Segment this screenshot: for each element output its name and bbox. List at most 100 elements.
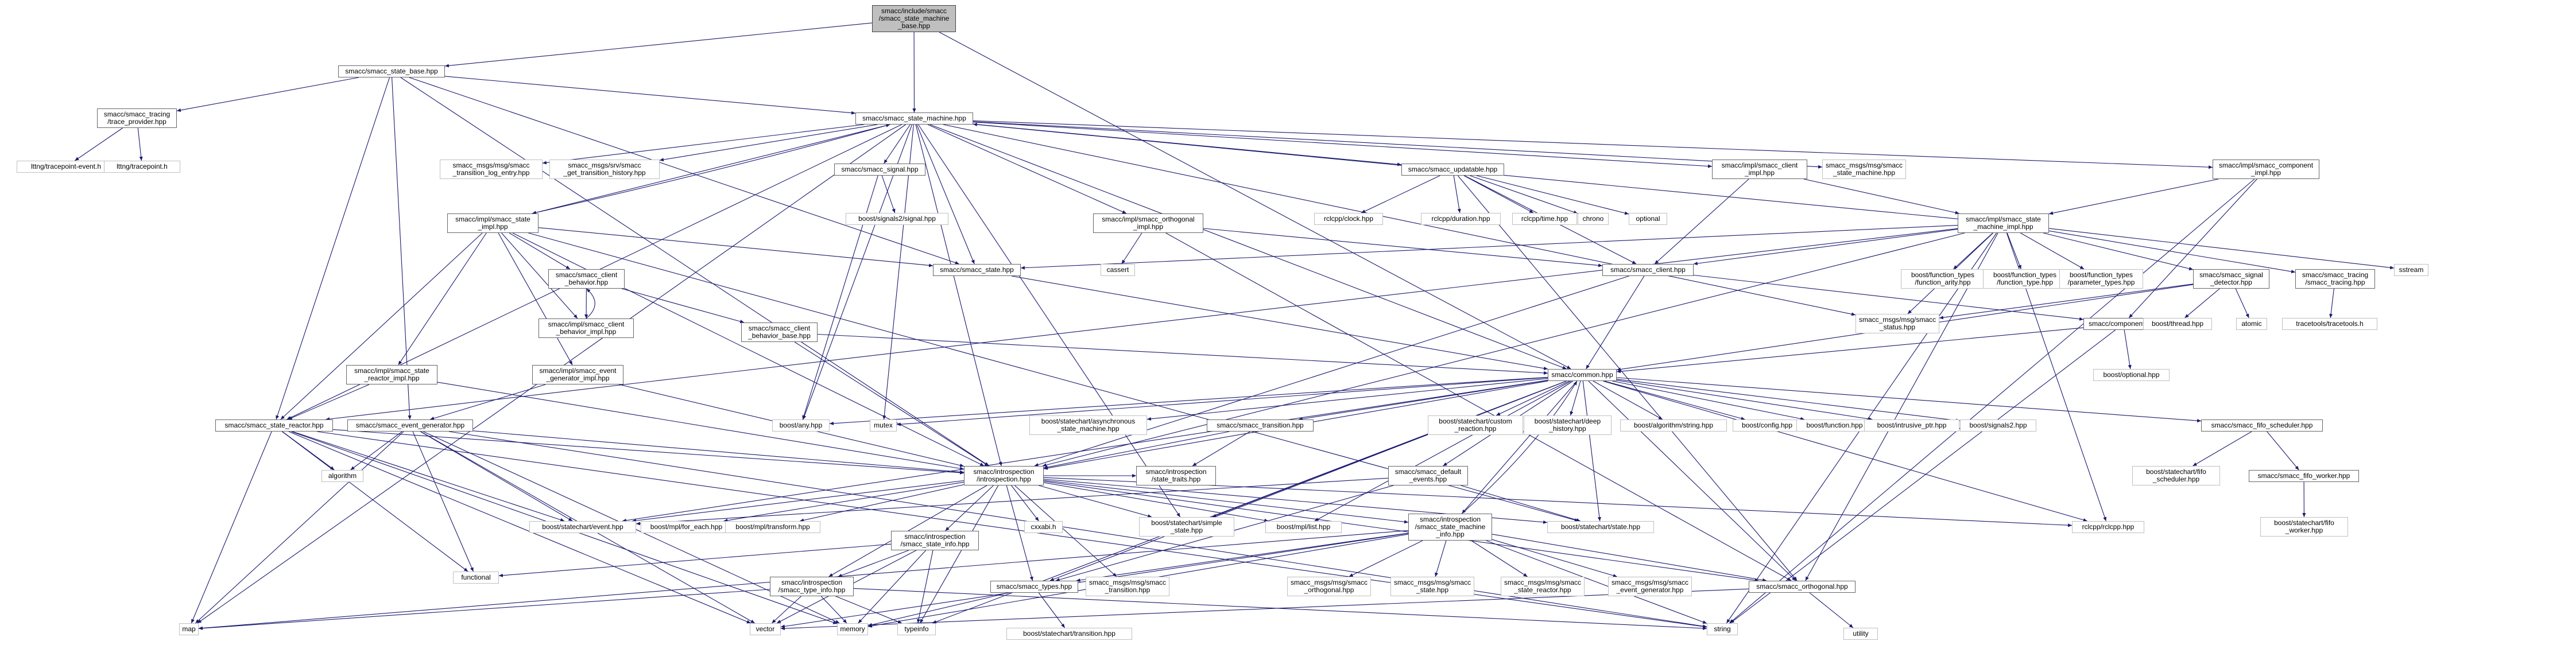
edge-event-generator-to-map: [195, 431, 404, 624]
graph-node-impl-sm[interactable]: smacc/impl/smacc_state _machine_impl.hpp: [1958, 213, 2049, 233]
graph-node-functional: functional: [453, 572, 499, 584]
edge-type-info-to-memory: [820, 596, 847, 624]
edge-smacc-state-to-common: [1011, 275, 1548, 370]
graph-node-rclcpp-time: rclcpp/time.hpp: [1512, 213, 1577, 225]
edge-impl-state-to-impl-client-behavior: [501, 232, 578, 319]
edge-transition-to-introspection: [1043, 431, 1230, 469]
graph-node-trace-provider[interactable]: smacc/smacc_tracing /trace_provider.hpp: [97, 108, 177, 128]
graph-node-type-info[interactable]: smacc/introspection /smacc_type_info.hpp: [770, 577, 854, 596]
edge-sm-to-msg-transition-log: [542, 124, 865, 165]
edge-trace-provider-to-lttng-tp: [137, 127, 143, 161]
graph-node-updatable[interactable]: smacc/smacc_updatable.hpp: [1401, 164, 1504, 176]
edge-sm-to-msg-status: [943, 124, 1856, 316]
graph-node-impl-client-behavior[interactable]: smacc/impl/smacc_client _behavior_impl.h…: [539, 318, 634, 338]
graph-node-common[interactable]: smacc/common.hpp: [1548, 369, 1617, 381]
graph-node-introspection[interactable]: smacc/introspection /introspection.hpp: [964, 466, 1044, 485]
graph-node-signal[interactable]: smacc/smacc_signal.hpp: [834, 164, 925, 176]
graph-node-atomic: atomic: [2236, 318, 2267, 330]
graph-node-state-traits[interactable]: smacc/introspection /state_traits.hpp: [1136, 466, 1216, 485]
graph-node-intrusive-ptr: boost/intrusive_ptr.hpp: [1864, 419, 1959, 432]
graph-node-impl-state-reactor[interactable]: smacc/impl/smacc_state _reactor_impl.hpp: [346, 365, 437, 384]
edge-impl-sm-to-sstream: [2048, 228, 2395, 270]
graph-node-client-behavior[interactable]: smacc/smacc_client _behavior.hpp: [548, 269, 625, 289]
edge-impl-sm-to-introspection: [1042, 232, 1965, 467]
graph-node-mpl-list: boost/mpl/list.hpp: [1265, 521, 1342, 533]
edge-root-to-common: [939, 32, 1571, 370]
graph-node-srv-history: smacc_msgs/srv/smacc _get_transition_his…: [549, 160, 660, 179]
edge-state-reactor-to-string: [317, 431, 1707, 628]
graph-node-signal-detector[interactable]: smacc/smacc_signal _detector.hpp: [2193, 269, 2269, 289]
edge-state-reactor-to-map: [191, 431, 272, 624]
graph-node-sm-info[interactable]: smacc/introspection /smacc_state_machine…: [1408, 514, 1492, 541]
edge-common-to-smacc-types: [1049, 380, 1567, 581]
edge-impl-state-to-smacc-state: [538, 227, 933, 267]
edge-state-base-to-smacc-state: [409, 77, 959, 265]
graph-node-impl-component[interactable]: smacc/impl/smacc_component _impl.hpp: [2213, 160, 2319, 179]
edge-sm-to-impl-client: [973, 122, 1713, 168]
graph-node-transition[interactable]: smacc/smacc_transition.hpp: [1207, 419, 1314, 432]
graph-node-default-events[interactable]: smacc/smacc_default _events.hpp: [1388, 466, 1468, 485]
graph-node-optional: optional: [1629, 213, 1667, 225]
edge-state-base-to-trace-provider: [176, 77, 359, 112]
graph-node-smacc-types[interactable]: smacc/smacc_types.hpp: [990, 581, 1078, 593]
graph-node-sm[interactable]: smacc/smacc_state_machine.hpp: [855, 112, 973, 125]
graph-node-smacc-tracing[interactable]: smacc/smacc_tracing /smacc_tracing.hpp: [2295, 269, 2375, 289]
edge-common-to-boost-config: [1604, 380, 1745, 421]
graph-node-smacc-orthogonal[interactable]: smacc/smacc_orthogonal.hpp: [1749, 581, 1856, 593]
graph-node-msg-status: smacc_msgs/msg/smacc _status.hpp: [1856, 314, 1939, 333]
graph-node-mpl-for-each: boost/mpl/for_each.hpp: [641, 521, 732, 533]
graph-node-impl-orthogonal[interactable]: smacc/impl/smacc_orthogonal _impl.hpp: [1093, 213, 1203, 233]
graph-node-state-base[interactable]: smacc/smacc_state_base.hpp: [338, 65, 445, 77]
edge-smacc-tracing-to-tracetools: [2329, 288, 2334, 318]
graph-node-state-reactor[interactable]: smacc/smacc_state_reactor.hpp: [215, 419, 333, 432]
edge-client-behavior-to-client-behavior-base: [621, 288, 745, 324]
graph-node-fifo-scheduler[interactable]: smacc/smacc_fifo_scheduler.hpp: [2201, 419, 2323, 432]
edge-common-to-sc-deep: [1570, 380, 1581, 416]
graph-node-smacc-client[interactable]: smacc/smacc_client.hpp: [1602, 264, 1694, 276]
edge-state-info-to-type-info: [838, 550, 909, 577]
edge-sm-info-to-msg-orthogonal: [1349, 540, 1423, 577]
edge-client-behavior-base-to-common: [817, 333, 1548, 375]
graph-node-event-generator[interactable]: smacc/smacc_event_generator.hpp: [347, 419, 473, 432]
graph-node-cxxabi: cxxabi.h: [1024, 521, 1063, 533]
graph-node-algorithm: algorithm: [321, 470, 363, 482]
edge-fifo-scheduler-to-sc-fifo-scheduler: [2192, 431, 2252, 467]
graph-node-smacc-state[interactable]: smacc/smacc_state.hpp: [933, 264, 1021, 276]
edge-impl-state-to-state-reactor: [280, 232, 483, 420]
edge-sm-to-impl-state: [532, 124, 890, 215]
edge-type-info-to-map: [198, 589, 770, 630]
graph-node-fifo-worker[interactable]: smacc/smacc_fifo_worker.hpp: [2249, 470, 2359, 482]
graph-node-impl-client[interactable]: smacc/impl/smacc_client _impl.hpp: [1712, 160, 1807, 179]
edge-signal-to-boost-signal: [881, 175, 896, 213]
edge-component-to-boost-optional: [2124, 329, 2132, 370]
graph-node-chrono: chrono: [1578, 213, 1609, 225]
graph-node-tracetools: tracetools/tracetools.h: [2282, 318, 2377, 330]
graph-node-sstream: sstream: [2394, 264, 2428, 276]
edge-smacc-types-to-sc-transition: [1038, 592, 1066, 628]
graph-node-state-info[interactable]: smacc/introspection /smacc_state_info.hp…: [891, 531, 979, 550]
edge-state-info-to-memory: [858, 550, 927, 624]
graph-node-sc-fifo-scheduler: boost/statechart/fifo _scheduler.hpp: [2132, 466, 2220, 485]
edge-impl-orthogonal-to-cassert: [1121, 232, 1142, 265]
edge-state-info-to-functional: [498, 543, 892, 577]
edge-common-to-transition: [1298, 380, 1548, 421]
edge-smacc-client-to-common: [1586, 275, 1645, 370]
edge-signal-detector-to-msg-status: [1939, 283, 2194, 320]
graph-node-root[interactable]: smacc/include/smacc /smacc_state_machine…: [872, 5, 956, 32]
graph-node-sc-event: boost/statechart/event.hpp: [529, 521, 636, 533]
edge-event-generator-to-algorithm: [350, 431, 402, 471]
graph-node-impl-state[interactable]: smacc/impl/smacc_state _impl.hpp: [447, 213, 539, 233]
edge-smacc-orthogonal-to-vector: [780, 588, 1749, 631]
edge-impl-state-to-impl-event-gen: [498, 232, 573, 366]
edge-common-to-mpl-list: [1314, 380, 1572, 522]
edge-introspection-to-msg-transition: [1014, 485, 1117, 577]
edge-introspection-to-sm-info: [1043, 480, 1409, 524]
graph-node-sc-transition: boost/statechart/transition.hpp: [1006, 628, 1132, 640]
edge-default-events-to-sc-state: [1461, 485, 1581, 522]
edge-updatable-to-rclcpp-time: [1463, 175, 1534, 213]
graph-node-client-behavior-base[interactable]: smacc/smacc_client _behavior_base.hpp: [741, 322, 818, 342]
graph-node-impl-event-gen[interactable]: smacc/impl/smacc_event _generator_impl.h…: [532, 365, 623, 384]
edge-introspection-to-typeinfo: [920, 485, 999, 624]
graph-node-msg-transition: smacc_msgs/msg/smacc _transition.hpp: [1086, 577, 1169, 596]
